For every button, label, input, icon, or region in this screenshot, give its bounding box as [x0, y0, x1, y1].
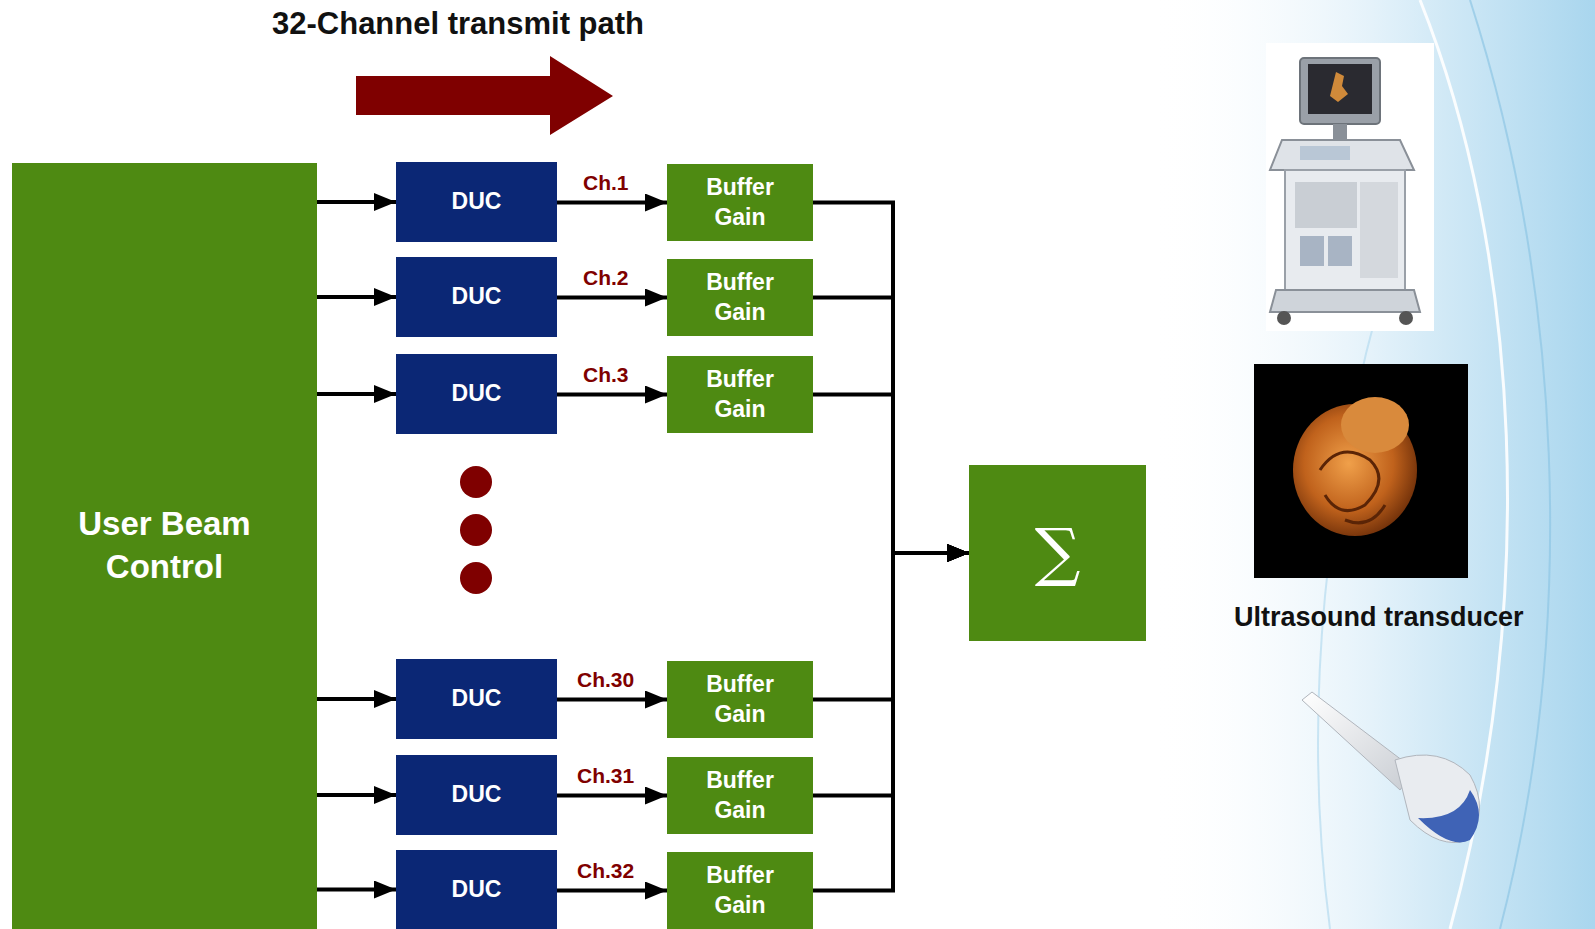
transducer-probe — [1302, 692, 1480, 843]
buffer-gain-box: Buffer Gain — [667, 259, 813, 336]
connector — [813, 298, 969, 554]
box-text: DUC — [452, 780, 502, 810]
box-text: ∑ — [1035, 511, 1081, 594]
connector — [813, 395, 969, 554]
duc-box: DUC — [396, 162, 557, 242]
connector — [317, 793, 396, 797]
box-text: DUC — [452, 875, 502, 905]
duc-box: DUC — [396, 659, 557, 739]
ellipsis-dots — [460, 466, 492, 594]
channel-label: Ch.32 — [577, 859, 634, 883]
connector — [317, 888, 396, 892]
connector — [317, 392, 396, 396]
channel-label: Ch.30 — [577, 668, 634, 692]
box-text: DUC — [452, 379, 502, 409]
connector — [317, 295, 396, 299]
box-text: DUC — [452, 282, 502, 312]
ultrasound-machine — [1266, 43, 1434, 331]
channel-label: Ch.2 — [583, 266, 629, 290]
channel-label: Ch.1 — [583, 171, 629, 195]
buffer-gain-box: Buffer Gain — [667, 164, 813, 241]
connector — [557, 794, 667, 798]
buffer-gain-box: Buffer Gain — [667, 661, 813, 738]
buffer-gain-box: Buffer Gain — [667, 356, 813, 433]
diagram-title: 32-Channel transmit path — [272, 6, 644, 42]
connector — [557, 393, 667, 397]
box-text: Buffer Gain — [690, 365, 790, 425]
direction-arrow — [356, 56, 613, 135]
box-text: DUC — [452, 684, 502, 714]
control-box: User Beam Control — [12, 163, 317, 929]
connector — [813, 553, 969, 891]
duc-box: DUC — [396, 257, 557, 337]
fetus-image — [1254, 364, 1468, 578]
box-text: Buffer Gain — [690, 268, 790, 328]
box-text: Buffer Gain — [690, 766, 790, 826]
duc-box: DUC — [396, 354, 557, 434]
box-text: User Beam Control — [50, 503, 280, 589]
buffer-gain-box: Buffer Gain — [667, 757, 813, 834]
duc-box: DUC — [396, 850, 557, 929]
connector — [557, 698, 667, 702]
connector — [317, 697, 396, 701]
connector — [557, 201, 667, 205]
duc-box: DUC — [396, 755, 557, 835]
connector — [557, 296, 667, 300]
channel-label: Ch.31 — [577, 764, 634, 788]
buffer-gain-box: Buffer Gain — [667, 852, 813, 929]
channel-label: Ch.3 — [583, 363, 629, 387]
sum-box: ∑ — [969, 465, 1146, 641]
connector — [813, 203, 969, 554]
image-caption: Ultrasound transducer — [1234, 602, 1524, 633]
connector — [317, 200, 396, 204]
box-text: Buffer Gain — [690, 173, 790, 233]
connector — [557, 889, 667, 893]
box-text: DUC — [452, 187, 502, 217]
box-text: Buffer Gain — [690, 670, 790, 730]
box-text: Buffer Gain — [690, 861, 790, 921]
